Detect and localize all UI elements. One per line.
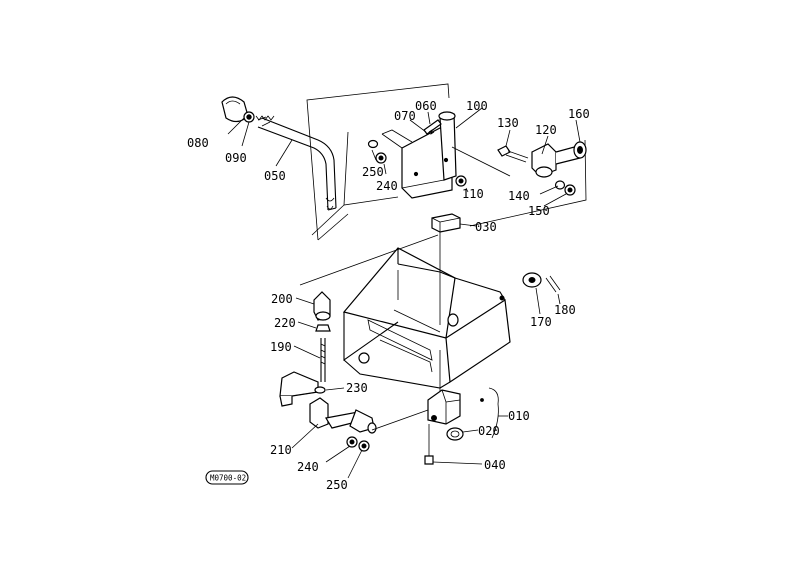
leader-lines [227, 107, 581, 479]
label-010: 010 [508, 409, 530, 423]
nut-240-upper [375, 152, 387, 164]
bushing-020 [446, 427, 464, 441]
label-150: 150 [528, 204, 550, 218]
label-120: 120 [535, 123, 557, 137]
label-220: 220 [274, 316, 296, 330]
rod-190 [320, 338, 326, 382]
label-020: 020 [478, 424, 500, 438]
lower-bracket-010 [427, 387, 499, 439]
small-spring-clip [428, 129, 435, 135]
label-030: 030 [475, 220, 497, 234]
nut-150 [564, 184, 576, 196]
label-250-lower: 250 [326, 478, 348, 492]
label-040: 040 [484, 458, 506, 472]
label-130: 130 [497, 116, 519, 130]
washer-250-upper [367, 139, 379, 149]
label-090: 090 [225, 151, 247, 165]
bearing-160 [573, 141, 587, 159]
lever-bracket [381, 111, 457, 199]
label-230: 230 [346, 381, 368, 395]
label-100: 100 [466, 99, 488, 113]
label-190: 190 [270, 340, 292, 354]
nut-240-lower [346, 436, 358, 448]
label-110: 110 [462, 187, 484, 201]
bolt-040 [424, 424, 434, 465]
label-180: 180 [554, 303, 576, 317]
figure-code: M0700-02 [210, 474, 246, 483]
label-070: 070 [394, 109, 416, 123]
lever-arm-120 [531, 143, 581, 178]
label-210: 210 [270, 443, 292, 457]
nut-220 [315, 324, 331, 332]
label-140: 140 [508, 189, 530, 203]
lever-subassembly-frame [306, 83, 450, 241]
washer-250-lower [358, 440, 370, 452]
main-bracket [342, 247, 511, 389]
washer-230 [314, 386, 326, 394]
label-240-upper: 240 [376, 179, 398, 193]
bushing-170 [522, 272, 542, 288]
figure-code-badge: M0700-02 [205, 470, 249, 485]
spring-pin-180 [545, 275, 561, 293]
ball-joint-200 [299, 234, 439, 321]
right-frame [451, 139, 587, 227]
label-200: 200 [271, 292, 293, 306]
bolt-130 [497, 145, 529, 163]
label-060: 060 [415, 99, 437, 113]
label-240-lower: 240 [297, 460, 319, 474]
bracket-nut-110 [455, 175, 467, 187]
shift-lever [257, 116, 337, 211]
label-080: 080 [187, 136, 209, 150]
washer-140 [554, 180, 566, 190]
joint-210 [309, 397, 429, 434]
lower-link-plate [279, 371, 319, 407]
knob-nut [243, 111, 255, 123]
label-160: 160 [568, 107, 590, 121]
label-170: 170 [530, 315, 552, 329]
label-050: 050 [264, 169, 286, 183]
pin [423, 119, 442, 135]
label-250-upper: 250 [362, 165, 384, 179]
guide-block [431, 213, 461, 233]
part-labels: 080 090 050 060 070 100 130 120 160 250 … [187, 99, 590, 492]
lever-spring [255, 115, 275, 121]
